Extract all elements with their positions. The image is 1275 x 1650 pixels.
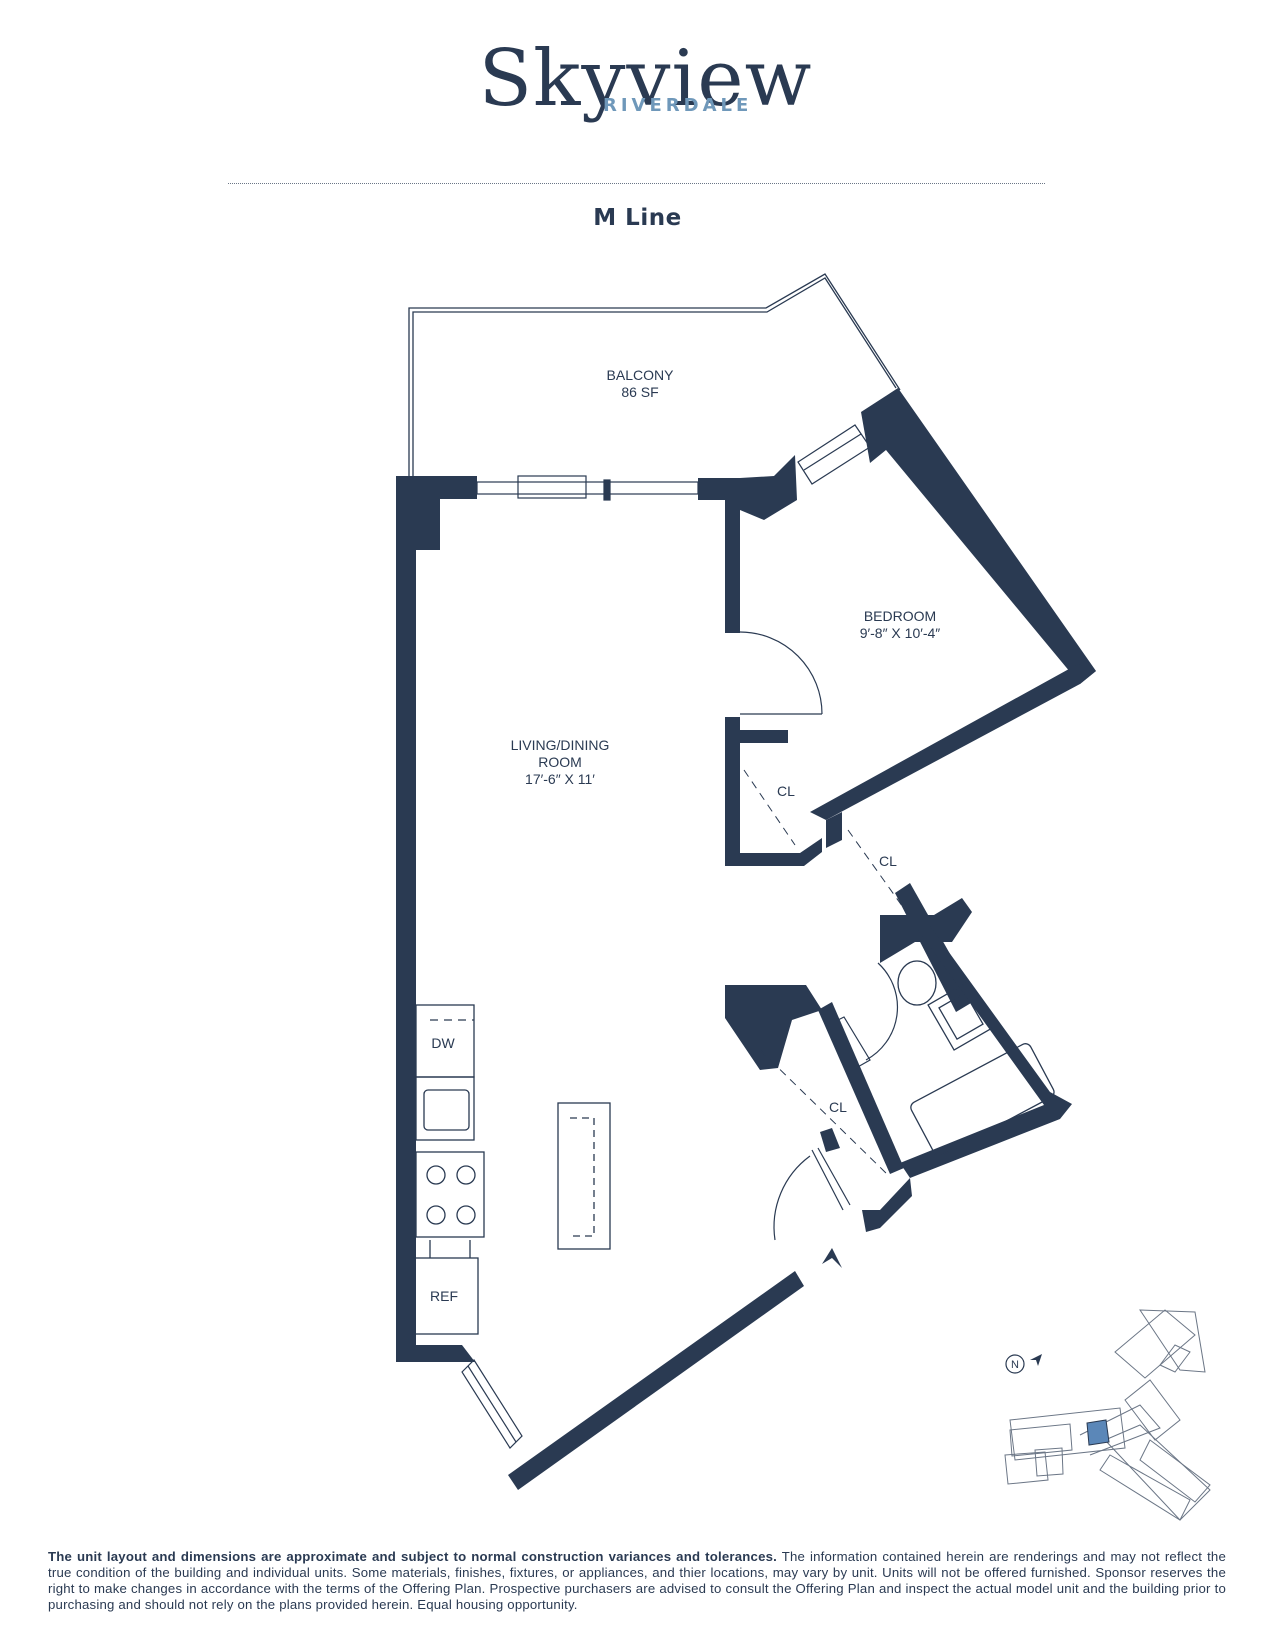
brand-logo: Skyview xyxy=(0,40,1275,118)
balcony-label: BALCONY xyxy=(607,367,675,383)
kitchen-island xyxy=(557,1102,611,1250)
closet-label-2: CL xyxy=(879,853,897,869)
bathroom-fixtures xyxy=(897,960,1055,1157)
balcony-size: 86 SF xyxy=(621,384,658,400)
closet-label-3: CL xyxy=(829,1099,847,1115)
room-labels: BALCONY 86 SF BEDROOM 9′-8″ X 10′-4″ LIV… xyxy=(430,367,940,1304)
windows-doors xyxy=(461,424,899,1449)
disclaimer: The unit layout and dimensions are appro… xyxy=(48,1549,1226,1613)
disclaimer-text: The information contained herein are ren… xyxy=(48,1549,1226,1612)
living-size: 17′-6″ X 11′ xyxy=(525,771,595,787)
balcony-outline xyxy=(408,273,901,476)
brand-location: RIVERDALE xyxy=(603,95,753,116)
dishwasher-label: DW xyxy=(431,1035,455,1051)
bedroom-size: 9′-8″ X 10′-4″ xyxy=(860,625,941,641)
refrigerator-label: REF xyxy=(430,1288,458,1304)
north-arrow-icon xyxy=(1030,1354,1042,1366)
living-label-line1: LIVING/DINING xyxy=(511,737,610,753)
bedroom-label: BEDROOM xyxy=(864,608,936,624)
living-label-line2: ROOM xyxy=(538,754,582,770)
closet-shelves xyxy=(743,769,906,1176)
unit-title: M Line xyxy=(593,205,682,231)
walls xyxy=(396,388,1096,1490)
kitchen-counter xyxy=(413,1004,485,1335)
north-label: N xyxy=(1011,1359,1019,1371)
closet-label-1: CL xyxy=(777,783,795,799)
key-plan: N xyxy=(1004,1309,1211,1521)
north-circle-icon xyxy=(1005,1354,1025,1374)
header-divider xyxy=(228,183,1045,184)
disclaimer-bold: The unit layout and dimensions are appro… xyxy=(48,1549,777,1564)
brand-name: Skyview xyxy=(478,34,813,124)
entry-arrow-icon xyxy=(822,1248,842,1268)
